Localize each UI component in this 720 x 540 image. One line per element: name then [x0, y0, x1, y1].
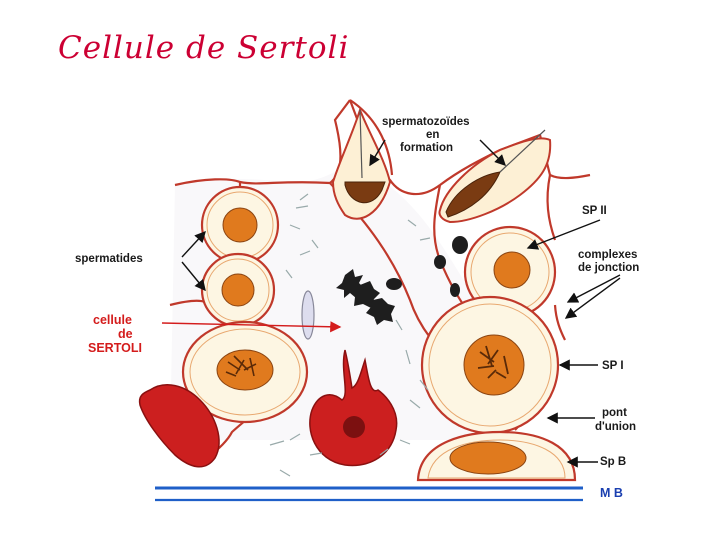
label-complexes-2: de jonction [578, 262, 639, 274]
label-complexes-1: complexes [578, 249, 637, 261]
label-pont-2: d'union [595, 421, 636, 433]
label-cellule-1: cellule [93, 313, 132, 327]
spermatocyte-i-right [422, 297, 558, 433]
label-spermatozoides-1: spermatozoïdes [382, 116, 470, 128]
label-cellule-3: SERTOLI [88, 341, 142, 355]
label-cellule-2: de [118, 327, 133, 341]
label-spermatozoides-2: en [426, 129, 439, 141]
label-spermatides: spermatides [75, 253, 143, 265]
label-sp2: SP II [582, 205, 607, 217]
label-pont-1: pont [602, 407, 627, 419]
label-spb: Sp B [600, 456, 626, 468]
spermatid-lower [202, 254, 274, 326]
label-spermatozoides-3: formation [400, 142, 453, 154]
label-mb: M B [600, 486, 623, 500]
spermatid-upper [202, 187, 278, 263]
label-sp1: SP I [602, 360, 624, 372]
